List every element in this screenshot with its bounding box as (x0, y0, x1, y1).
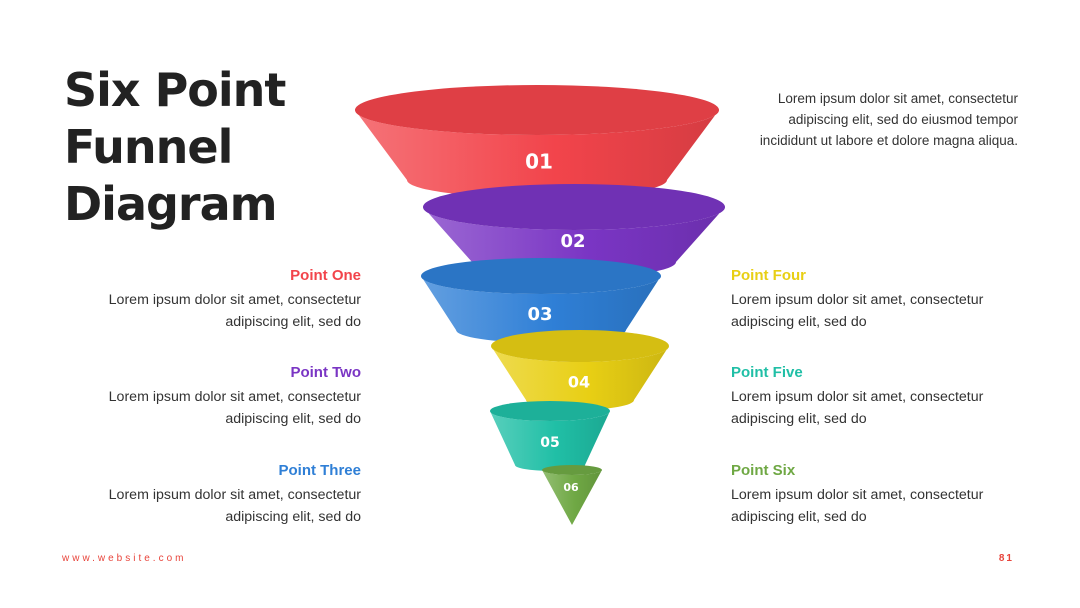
point-six-text: Lorem ipsum dolor sit amet, consectetur … (731, 487, 984, 525)
funnel-segment-top-02 (423, 184, 725, 230)
funnel-segment-body-03 (421, 276, 661, 343)
point-two: Point Two Lorem ipsum dolor sit amet, co… (61, 363, 361, 430)
point-two-text: Lorem ipsum dolor sit amet, consectetur … (108, 389, 361, 427)
point-three-title: Point Three (278, 462, 361, 479)
point-five-title: Point Five (731, 364, 803, 381)
funnel-label-05: 05 (540, 435, 559, 451)
point-one-text: Lorem ipsum dolor sit amet, consectetur … (108, 292, 361, 330)
funnel-label-01: 01 (525, 150, 553, 174)
intro-paragraph: Lorem ipsum dolor sit amet, consectetur … (759, 91, 1018, 148)
point-four-text: Lorem ipsum dolor sit amet, consectetur … (731, 292, 984, 330)
point-four-title: Point Four (731, 267, 806, 284)
funnel-segment-body-05 (490, 411, 610, 471)
funnel-segment-top-04 (491, 330, 669, 362)
funnel-label-04: 04 (568, 373, 590, 392)
funnel-segment-top-06 (542, 465, 602, 475)
funnel-label-03: 03 (527, 304, 552, 325)
title-line-2: Funnel (64, 120, 233, 174)
funnel-segment-06: 06 (542, 465, 602, 525)
point-three-text: Lorem ipsum dolor sit amet, consectetur … (108, 487, 361, 525)
point-three: Point Three Lorem ipsum dolor sit amet, … (61, 461, 361, 528)
funnel-segment-body-01 (355, 110, 719, 198)
funnel-label-06: 06 (563, 481, 579, 494)
funnel-segment-body-04 (491, 346, 669, 410)
funnel-segment-01: 01 (355, 85, 719, 198)
footer-website: www.website.com (62, 553, 187, 564)
point-five-text: Lorem ipsum dolor sit amet, consectetur … (731, 389, 984, 427)
title-line-3: Diagram (64, 177, 278, 231)
funnel-segment-03: 03 (421, 258, 661, 343)
funnel-segment-04: 04 (491, 330, 669, 410)
title-line-1: Six Point (64, 63, 286, 117)
point-six-title: Point Six (731, 462, 796, 479)
funnel-label-02: 02 (560, 231, 585, 252)
point-four: Point Four Lorem ipsum dolor sit amet, c… (731, 266, 1031, 333)
point-one-title: Point One (290, 267, 361, 284)
page-number: 81 (998, 553, 1014, 564)
point-five: Point Five Lorem ipsum dolor sit amet, c… (731, 363, 1031, 430)
point-six: Point Six Lorem ipsum dolor sit amet, co… (731, 461, 1031, 528)
slide-title: Six Point Funnel Diagram (64, 62, 364, 233)
funnel-segment-top-01 (355, 85, 719, 135)
funnel-segment-top-05 (490, 401, 610, 421)
point-one: Point One Lorem ipsum dolor sit amet, co… (61, 266, 361, 333)
funnel-segment-body-06 (542, 470, 602, 525)
funnel-segment-05: 05 (490, 401, 610, 471)
funnel-segment-top-03 (421, 258, 661, 294)
point-two-title: Point Two (290, 364, 361, 381)
